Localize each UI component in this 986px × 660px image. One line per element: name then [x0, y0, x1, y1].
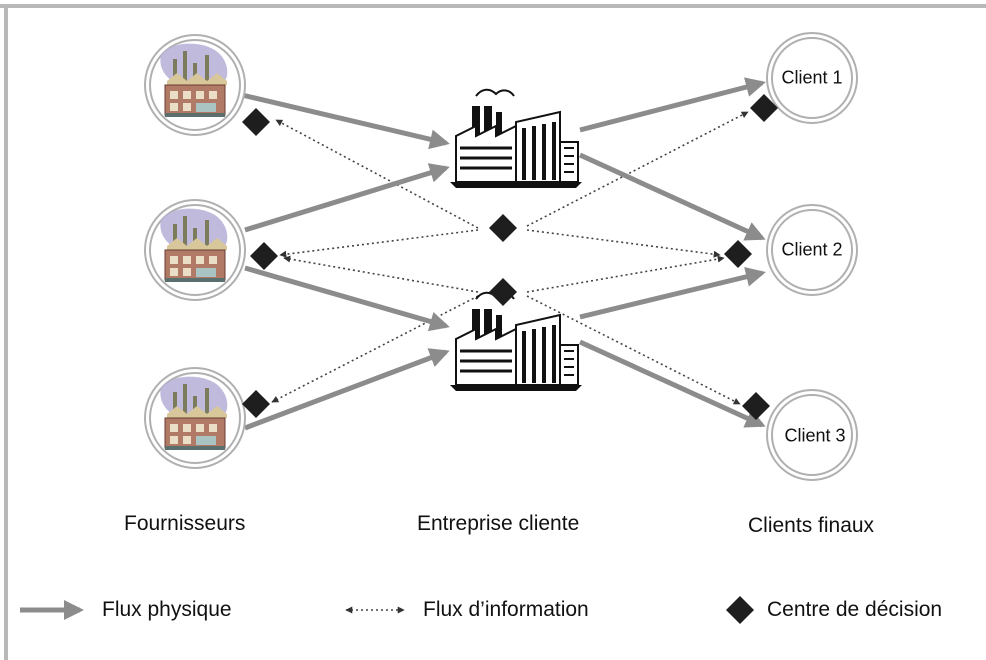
physical-flow-line [244, 265, 450, 332]
company-label: Entreprise cliente [417, 512, 580, 535]
legend-information-flow-label: Flux d’information [423, 598, 589, 621]
client-2-label: Client 2 [781, 239, 843, 260]
info-flow-line [271, 295, 479, 403]
factory-icon [448, 87, 584, 190]
supplier-3 [144, 367, 246, 469]
company-factory-2 [448, 290, 584, 393]
legend-decision-center-label: Centre de décision [767, 598, 943, 621]
client-3-label: Client 3 [784, 425, 846, 446]
suppliers-label: Fournisseurs [124, 512, 246, 535]
physical-flow-line [579, 267, 766, 320]
physical-flow-line [578, 152, 766, 241]
supplier-factory-icon [159, 376, 228, 451]
decision-center-diamond [724, 240, 752, 268]
client-2-circle [766, 204, 858, 296]
physical-flow-line [579, 77, 766, 133]
company-factory-1 [448, 87, 584, 190]
information-flows [271, 111, 749, 405]
client-3-circle [766, 389, 858, 481]
decision-center-diamond [750, 94, 778, 122]
decision-center-diamond [489, 278, 517, 306]
physical-flow-line [578, 339, 766, 428]
supplier-1 [144, 34, 246, 136]
decision-center-diamond [742, 392, 770, 420]
decision-center-diamond [242, 108, 270, 136]
physical-flow-line [241, 92, 450, 150]
info-flow-line [526, 255, 725, 293]
legend-decision-center-diamond [726, 596, 754, 624]
decision-center-diamond [489, 214, 517, 242]
info-flow-line [275, 119, 479, 229]
info-flow-line [526, 111, 749, 227]
factory-icon [448, 290, 584, 393]
physical-flow-line [244, 163, 450, 233]
info-flow-line [526, 229, 721, 258]
client-1-label: Client 1 [781, 67, 843, 88]
supplier-factory-icon [159, 43, 228, 118]
legend-physical-flow-label: Flux physique [102, 598, 232, 621]
supplier-2 [144, 199, 246, 301]
supplier-factory-icon [159, 208, 228, 283]
info-flow-line [279, 229, 479, 258]
decision-centers [242, 94, 778, 420]
physical-flows [241, 77, 766, 431]
decision-center-diamond [242, 390, 270, 418]
physical-flow-line [244, 348, 450, 431]
clients-label: Clients finaux [748, 514, 875, 537]
client-1-circle [766, 32, 858, 124]
legend [20, 596, 754, 624]
decision-center-diamond [250, 242, 278, 270]
